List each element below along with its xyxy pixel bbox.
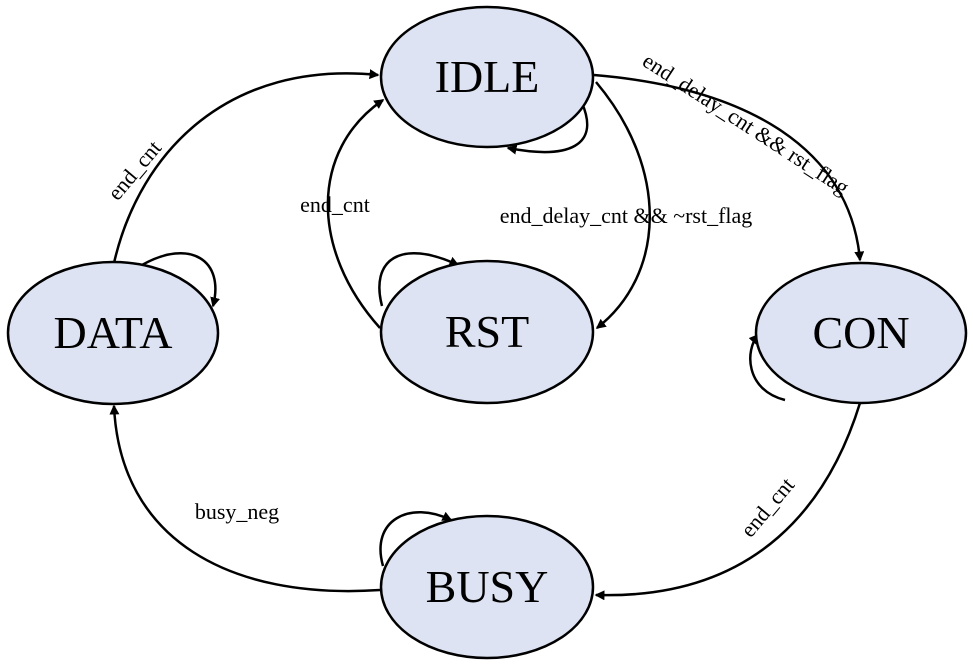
state-con-label: CON bbox=[812, 307, 909, 358]
self-loop-busy bbox=[379, 511, 453, 567]
self-loop-rst bbox=[378, 252, 460, 307]
self-loop-data bbox=[141, 252, 220, 308]
state-con: CON bbox=[754, 261, 968, 405]
self-loop-idle bbox=[506, 102, 589, 155]
label-idle-to-rst: end_delay_cnt && ~rst_flag bbox=[500, 203, 753, 228]
label-rst-to-idle: end_cnt bbox=[300, 192, 370, 217]
state-rst: RST bbox=[379, 259, 595, 405]
label-idle-to-con: end_delay_cnt && rst_flag bbox=[638, 48, 853, 200]
state-rst-label: RST bbox=[445, 306, 529, 357]
state-data-label: DATA bbox=[54, 307, 173, 358]
state-idle-label: IDLE bbox=[435, 51, 540, 102]
edge-busy-to-data bbox=[109, 404, 381, 593]
state-data: DATA bbox=[6, 260, 220, 406]
label-data-to-idle: end_cnt bbox=[102, 135, 166, 204]
edge-data-to-idle bbox=[112, 69, 380, 264]
edge-rst-to-idle bbox=[326, 98, 385, 329]
state-busy-label: BUSY bbox=[426, 561, 549, 612]
edge-idle-to-con bbox=[593, 73, 865, 262]
state-idle: IDLE bbox=[379, 5, 595, 149]
edge-con-to-busy bbox=[594, 402, 862, 601]
self-loop-con bbox=[748, 333, 786, 402]
label-con-to-busy: end_cnt bbox=[735, 472, 799, 541]
state-busy: BUSY bbox=[379, 514, 595, 660]
edge-idle-to-rst bbox=[595, 81, 651, 329]
label-busy-to-data: busy_neg bbox=[195, 499, 279, 524]
